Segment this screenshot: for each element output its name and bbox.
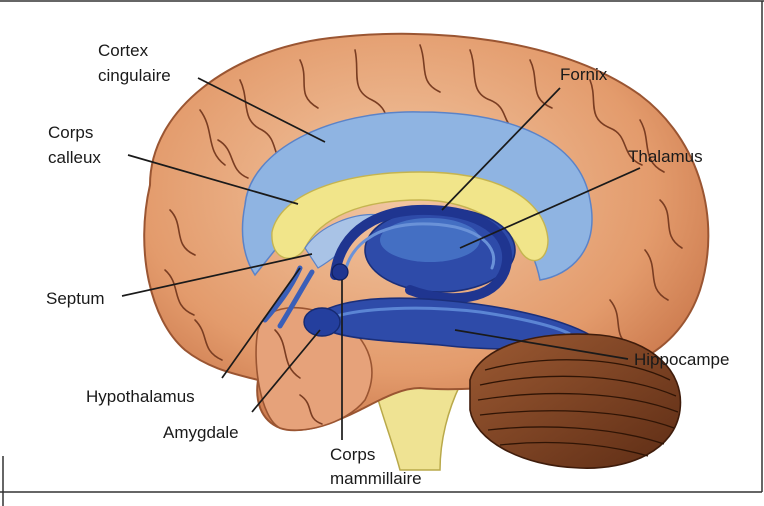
- mammillary-body: [332, 264, 348, 280]
- amygdala: [304, 308, 340, 336]
- label-fornix: Fornix: [560, 65, 608, 84]
- label-thalamus: Thalamus: [628, 147, 703, 166]
- label-hippocampe: Hippocampe: [634, 350, 729, 369]
- label-cortex-cingulaire: Cortex cingulaire: [98, 41, 171, 85]
- label-septum: Septum: [46, 289, 105, 308]
- label-amygdale: Amygdale: [163, 423, 239, 442]
- label-hypothalamus: Hypothalamus: [86, 387, 195, 406]
- label-corps-calleux: Corps calleux: [48, 123, 101, 167]
